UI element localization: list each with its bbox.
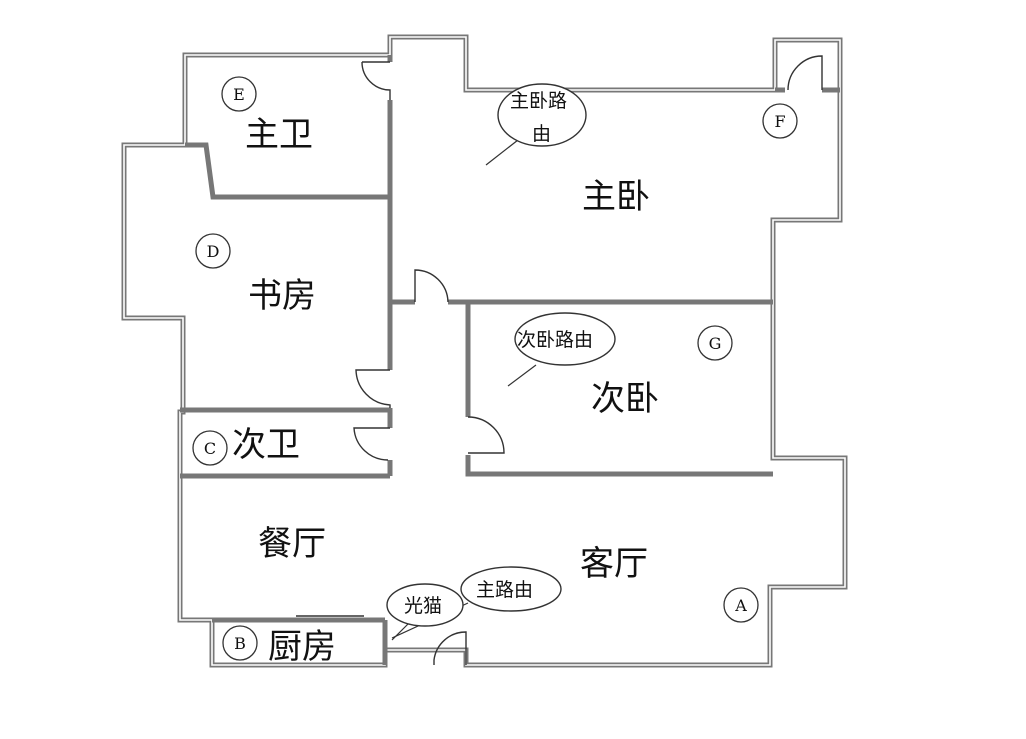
device-bubbles: 主卧路 由 次卧路由 主路由 光猫 [386, 83, 616, 627]
marker-a [723, 587, 759, 623]
text-main-router: 主路由 [476, 579, 533, 601]
second-bedroom-wall-bottom [465, 455, 773, 477]
marker-a-text: A [734, 596, 747, 615]
marker-b [222, 625, 258, 661]
master-bath-wall [185, 142, 390, 200]
door-master-bath [361, 61, 391, 100]
label-second-bath: 次卫 [232, 425, 300, 465]
door-closet [787, 55, 823, 91]
marker-c [192, 430, 228, 466]
leaders [391, 139, 537, 641]
label-master-bedroom: 主卧 [582, 177, 650, 217]
door-second-bath [353, 427, 390, 461]
leader-master-router [485, 139, 519, 166]
marker-f-text: F [774, 112, 785, 131]
leader-second-router [507, 364, 537, 387]
bubble-main-router [460, 566, 562, 612]
marker-c-text: C [204, 439, 216, 458]
marker-g [697, 325, 733, 361]
label-master-bath: 主卫 [245, 115, 313, 155]
doors [296, 55, 823, 665]
marker-e [221, 76, 257, 112]
location-markers: A B C D E F G [192, 76, 798, 661]
marker-g-text: G [709, 334, 722, 353]
text-second-router: 次卧路由 [517, 329, 593, 351]
text-master-router-1: 主卧路 [510, 90, 567, 112]
label-dining: 餐厅 [258, 524, 326, 564]
text-master-router-2: 由 [532, 123, 551, 145]
door-master-bedroom [414, 269, 449, 303]
label-study: 书房 [248, 276, 316, 316]
door-entrance [433, 631, 467, 665]
marker-d [195, 233, 231, 269]
label-kitchen: 厨房 [268, 627, 336, 667]
text-modem: 光猫 [404, 595, 442, 617]
label-living: 客厅 [580, 544, 648, 584]
marker-d-text: D [207, 242, 220, 261]
room-labels: 主卫 主卧 书房 次卧 次卫 餐厅 客厅 厨房 [232, 115, 659, 667]
door-study [355, 369, 391, 408]
marker-e-text: E [233, 85, 245, 104]
bubble-master-router [497, 83, 587, 147]
label-second-bedroom: 次卧 [591, 379, 659, 419]
door-second-bedroom [467, 416, 505, 454]
marker-b-text: B [234, 634, 246, 653]
marker-f [762, 103, 798, 139]
bubble-modem [386, 583, 464, 627]
bubble-second-router [514, 312, 616, 366]
